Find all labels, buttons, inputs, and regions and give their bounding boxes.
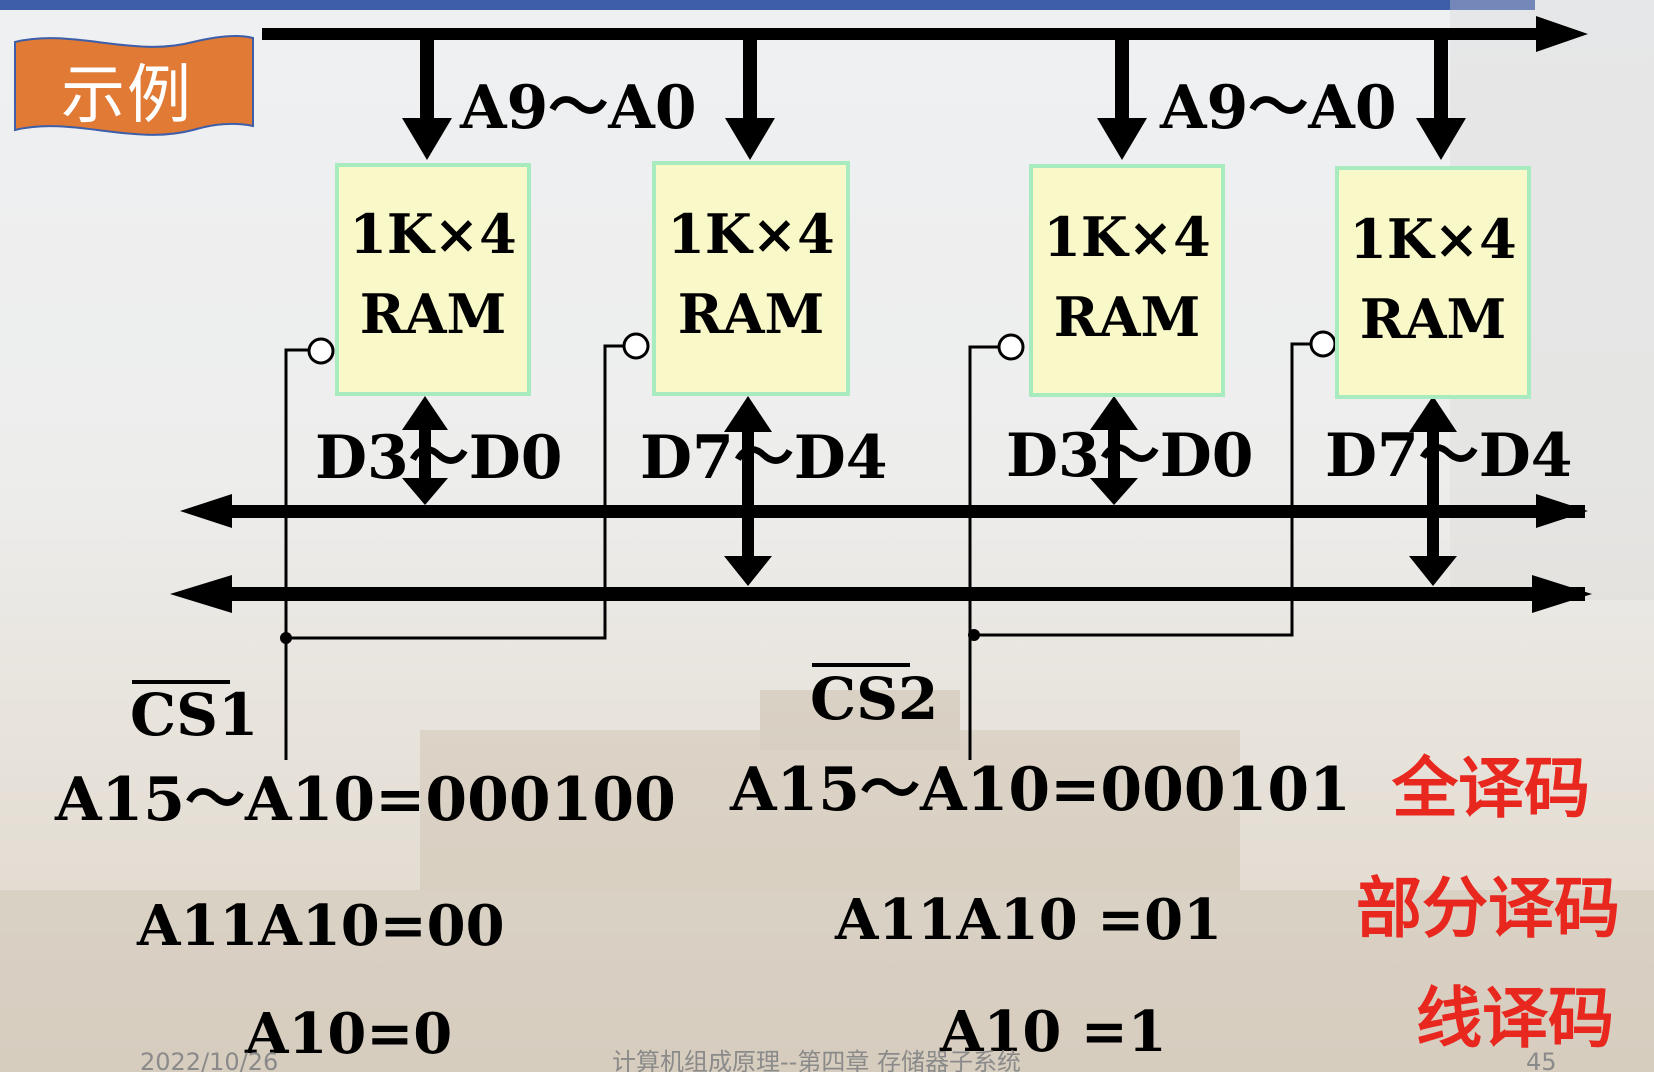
chip4-cs-bubble xyxy=(1309,330,1337,358)
chip-type: RAM xyxy=(677,282,825,346)
chip-type: RAM xyxy=(359,282,507,346)
cs1-label: CS1 xyxy=(130,681,259,749)
cs1-overline xyxy=(132,680,230,684)
full-decode-group2: A15～A10=000101 xyxy=(730,755,1351,825)
cs1-junction-dot xyxy=(280,632,292,644)
address-label-right: A9～A0 xyxy=(1160,73,1397,143)
line-decode-group1: A10=0 xyxy=(245,1001,453,1067)
address-label-left: A9～A0 xyxy=(460,73,697,143)
data-label-chip2: D7～D4 xyxy=(640,423,888,493)
line-decode-group2: A10 =1 xyxy=(940,999,1167,1065)
ram-chip-4: 1K×4 RAM xyxy=(1335,166,1531,399)
chip-capacity: 1K×4 xyxy=(349,202,517,266)
data-label-chip1: D3～D0 xyxy=(315,423,563,493)
data-links xyxy=(402,396,1457,586)
full-decode-group1: A15～A10=000100 xyxy=(55,765,676,835)
footer-page-number: 45 xyxy=(1526,1048,1557,1072)
address-bus xyxy=(262,16,1588,52)
chip-capacity: 1K×4 xyxy=(1043,205,1211,269)
cs2-wiring xyxy=(968,342,1311,760)
data-label-chip3: D3～D0 xyxy=(1006,421,1254,491)
chip-type: RAM xyxy=(1053,285,1201,349)
full-decode-label: 全译码 xyxy=(1392,750,1590,827)
chip-capacity: 1K×4 xyxy=(1349,207,1517,271)
footer-date: 2022/10/26 xyxy=(140,1048,279,1072)
title-bar xyxy=(0,0,1535,10)
data-bus-low xyxy=(180,494,1588,528)
ram-chip-2: 1K×4 RAM xyxy=(652,161,850,396)
chip-type: RAM xyxy=(1359,287,1507,351)
cs2-label: CS2 xyxy=(810,665,939,733)
chip2-cs-bubble xyxy=(622,332,650,360)
chip-capacity: 1K×4 xyxy=(667,202,835,266)
chip3-cs-bubble xyxy=(997,333,1025,361)
cs2-overline xyxy=(812,663,910,667)
partial-decode-group2: A11A10 =01 xyxy=(835,887,1223,953)
partial-decode-group1: A11A10=00 xyxy=(137,893,505,959)
tag-banner-shape xyxy=(14,34,254,136)
cs1-wiring xyxy=(284,344,626,760)
address-drop-arrows xyxy=(402,40,1466,160)
data-label-chip4: D7～D4 xyxy=(1325,421,1573,491)
footer-course: 计算机组成原理--第四章 存储器子系统 xyxy=(612,1048,1021,1072)
example-tag: 示例 xyxy=(13,30,255,138)
partial-decode-label: 部分译码 xyxy=(1356,870,1620,947)
ram-chip-3: 1K×4 RAM xyxy=(1029,164,1225,397)
chip1-cs-bubble xyxy=(307,337,335,365)
ram-chip-1: 1K×4 RAM xyxy=(335,163,531,396)
line-decode-label: 线译码 xyxy=(1416,980,1614,1057)
data-bus-high xyxy=(170,575,1592,613)
tag-label: 示例 xyxy=(61,59,193,133)
cs2-junction-dot xyxy=(968,629,980,641)
